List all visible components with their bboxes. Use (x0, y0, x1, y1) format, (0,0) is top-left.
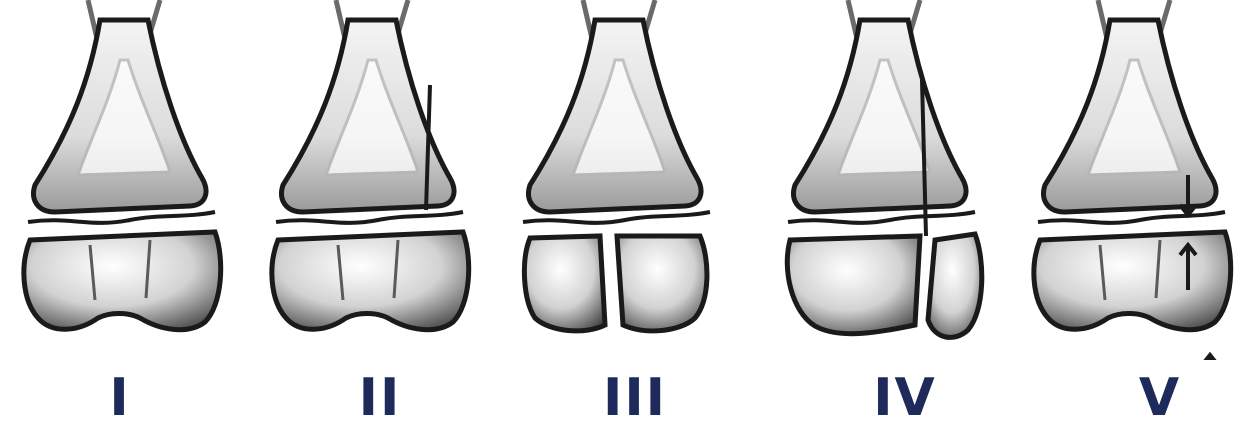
panel-type-5: V (1020, 0, 1255, 430)
condyle-left (787, 236, 920, 334)
type-label: IV (845, 372, 965, 424)
type-label: I (60, 372, 180, 424)
bone-illustration (1020, 0, 1250, 360)
panel-type-2: II (258, 0, 503, 430)
panel-type-1: I (10, 0, 255, 430)
panel-type-3: III (505, 0, 750, 430)
panel-type-4: IV (770, 0, 1015, 430)
condyle-right (617, 236, 707, 331)
bone-icon (787, 0, 982, 337)
condyles (272, 232, 469, 330)
condyles (1034, 232, 1231, 330)
bone-illustration (505, 0, 735, 360)
type-label: II (320, 372, 440, 424)
condyle-left (524, 236, 605, 331)
bone-icon (523, 0, 710, 331)
bone-icon (1034, 0, 1231, 360)
bone-illustration (770, 0, 1000, 360)
bone-icon (272, 0, 469, 330)
fracture-fragment (928, 234, 982, 337)
type-label: V (1100, 372, 1220, 424)
bone-illustration (10, 0, 240, 360)
bone-icon (24, 0, 221, 330)
condyles (24, 232, 221, 330)
compression-arrow-base (1202, 355, 1218, 360)
bone-illustration (258, 0, 488, 360)
type-label: III (575, 372, 695, 424)
